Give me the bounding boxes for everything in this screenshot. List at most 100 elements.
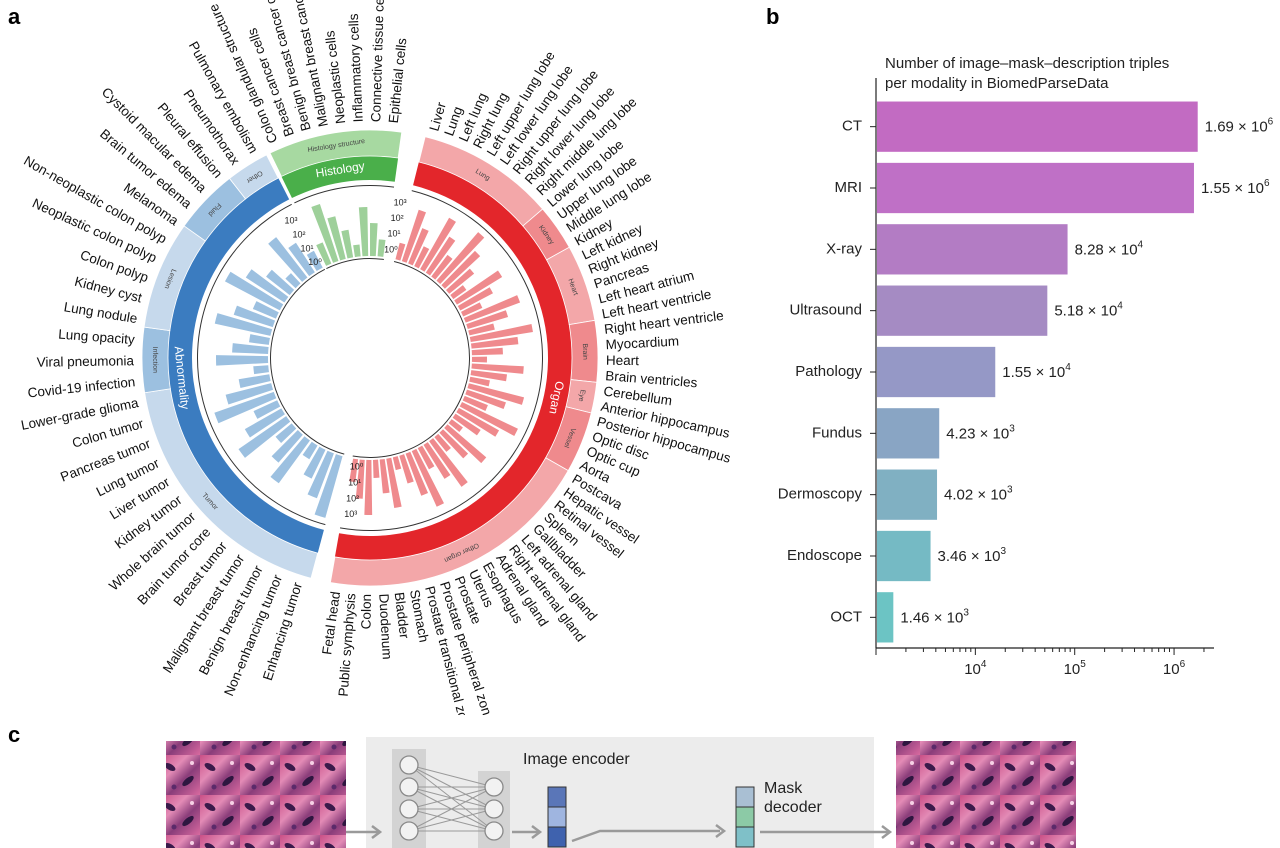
- bar-pancreas: [466, 310, 509, 329]
- bar-left-lower-lung-lobe: [425, 236, 456, 276]
- bar-myocardium: [471, 347, 503, 356]
- bar-malignant-breast-cancer-cells: [341, 229, 354, 259]
- bar-mri: [877, 162, 1194, 214]
- subgroup-band-other-organ: [329, 457, 569, 587]
- category-label-abnormality: Abnormality: [172, 346, 193, 410]
- encoder-network: [399, 755, 504, 841]
- encoder-node: [399, 799, 419, 819]
- bar-liver-tumor: [244, 408, 285, 438]
- bar-breast-cancer-cells: [311, 203, 339, 263]
- scale-tick-organ-3: 10³: [344, 509, 357, 519]
- value-label-mri: 1.55 × 106: [1201, 178, 1270, 197]
- bar-ultrasound: [877, 285, 1048, 336]
- baseline-histology: [326, 258, 384, 270]
- panel-label-c: c: [8, 722, 21, 747]
- bar-left-adrenal-gland: [434, 433, 451, 452]
- bar-colon: [364, 459, 373, 516]
- bar-neoplastic-colon-polyp: [252, 301, 279, 319]
- subgroup-band-other: [228, 154, 279, 200]
- item-label-epithelial-cells: Epithelial cells: [386, 37, 410, 124]
- bar-kidney: [457, 287, 493, 311]
- bar-oct: [877, 592, 894, 643]
- value-label-dermoscopy: 4.02 × 103: [944, 485, 1013, 504]
- bar-prostate: [405, 451, 429, 496]
- scale-tick-histology-2: 10²: [391, 213, 404, 223]
- bar-stomach: [386, 457, 402, 509]
- bar-brain-ventricles: [471, 363, 524, 374]
- item-label-inflammatory-cells: Inflammatory cells: [346, 13, 366, 123]
- value-label-ct: 1.69 × 106: [1205, 117, 1274, 136]
- bar-benign-breast-cancer-cells: [327, 216, 346, 261]
- bar-heart: [471, 356, 487, 363]
- bar-dermoscopy: [877, 469, 938, 520]
- category-label-x-ray: X-ray: [826, 240, 862, 257]
- bar-viral-pneumonia: [216, 355, 269, 366]
- item-label-duodenum: Duodenum: [376, 593, 395, 660]
- bar-pathology: [877, 346, 996, 398]
- scale-tick-histology-3: 10³: [394, 197, 407, 207]
- bar-non-enhancing-tumor: [307, 450, 334, 499]
- item-label-myocardium: Myocardium: [605, 333, 679, 352]
- item-label-brain-ventricles: Brain ventricles: [605, 368, 698, 390]
- scale-tick-organ-0: 10⁰: [350, 462, 364, 472]
- bar-optic-cup: [462, 395, 488, 411]
- bar-left-heart-ventricle: [469, 324, 533, 342]
- bar-endoscope: [877, 530, 931, 582]
- bar-left-heart-atrium: [468, 323, 495, 336]
- bar-covid-19-infection: [253, 365, 269, 375]
- modality-bar-chart: Number of image–mask–description triples…: [778, 55, 1274, 678]
- bar-brain-tumor-core: [271, 430, 303, 463]
- x-tick-label-0: 104: [964, 659, 987, 678]
- bar-right-adrenal-gland: [429, 438, 468, 487]
- scale-tick-abnormality-3: 10³: [284, 216, 297, 226]
- image-encoder-box: [366, 737, 874, 848]
- bar-benign-breast-tumor: [303, 446, 326, 479]
- mask-decoder-label-2: decoder: [764, 799, 822, 816]
- bar-spleen: [444, 424, 487, 464]
- mask-decoder-label-1: Mask: [764, 780, 803, 797]
- value-label-endoscope: 3.46 × 103: [938, 546, 1007, 565]
- encoder-node: [484, 777, 504, 797]
- bar-lung-nodule: [249, 334, 270, 345]
- category-label-pathology: Pathology: [795, 363, 862, 380]
- scale-tick-abnormality-1: 10¹: [300, 243, 313, 253]
- category-label-dermoscopy: Dermoscopy: [778, 486, 863, 503]
- bar-non-neoplastic-colon-polyp: [224, 271, 284, 311]
- subgroup-label-eye: Eye: [577, 389, 586, 402]
- category-label-ct: CT: [842, 118, 862, 135]
- bar-pleural-effusion: [268, 237, 308, 282]
- encoder-node: [484, 799, 504, 819]
- bar-adrenal-gland: [423, 442, 451, 479]
- bar-colon-glandular-structure: [316, 242, 332, 266]
- bar-right-lung: [414, 246, 430, 269]
- bar-aorta: [459, 402, 518, 437]
- bar-fetal-head: [349, 458, 359, 483]
- bar-prostate-peripheral-zone: [399, 454, 414, 484]
- bar-lower-grade-glioma: [238, 374, 271, 389]
- item-label-bladder: Bladder: [392, 591, 413, 639]
- bar-middle-lung-lobe: [454, 270, 503, 305]
- bar-ct: [877, 101, 1198, 152]
- bar-right-upper-lung-lobe: [431, 254, 453, 280]
- subgroup-label-infection: Infection: [151, 347, 158, 374]
- item-label-viral-pneumonia: Viral pneumonia: [37, 353, 135, 370]
- bar-colon-tumor: [225, 383, 274, 405]
- bar-prostate-transitional-zone: [392, 456, 402, 471]
- category-label-ultrasound: Ultrasound: [789, 302, 862, 319]
- bar-right-middle-lung-lobe: [441, 250, 481, 289]
- bar-colon-polyp: [233, 305, 276, 328]
- bar-uterus: [411, 448, 444, 507]
- bar-kidney-cyst: [214, 313, 273, 336]
- category-label-mri: MRI: [835, 179, 863, 196]
- x-tick-label-1: 105: [1064, 659, 1087, 678]
- bar-kidney-tumor: [238, 416, 291, 458]
- bar-malignant-breast-tumor: [302, 441, 318, 460]
- encoder-node: [399, 821, 419, 841]
- value-label-pathology: 1.55 × 104: [1002, 362, 1071, 381]
- encoder-edge: [408, 786, 495, 832]
- item-label-colon: Colon: [359, 594, 374, 629]
- item-label-heart: Heart: [606, 353, 639, 368]
- bar-pneumothorax: [288, 242, 315, 277]
- bar-anterior-hippocampus: [469, 376, 490, 387]
